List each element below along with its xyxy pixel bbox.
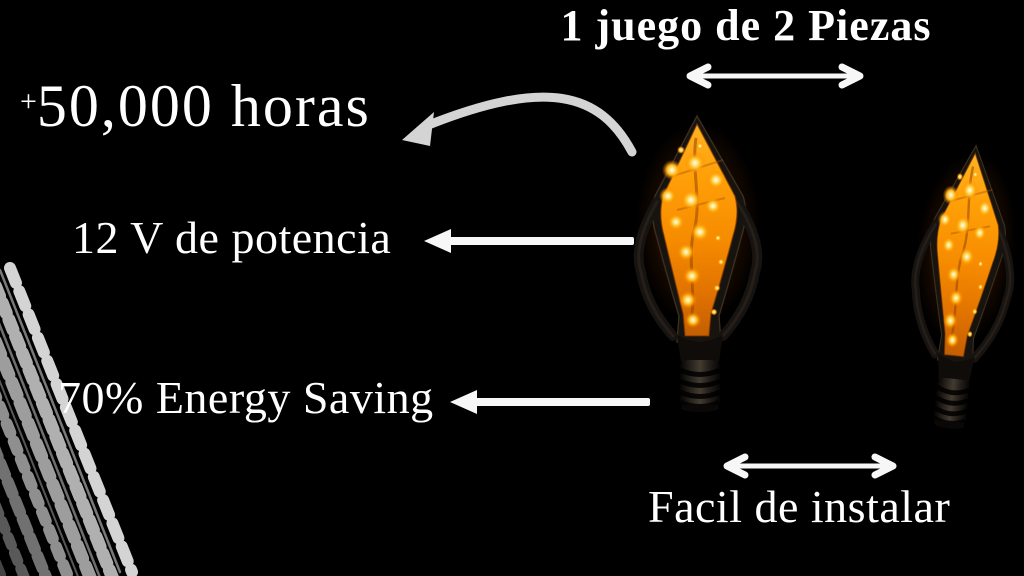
lifespan-label: +50,000 horas (20, 73, 371, 139)
voltage-label: 12 V de potencia (72, 212, 392, 263)
curved-arrow-icon (402, 92, 637, 157)
energy-arrow-icon (450, 390, 650, 414)
turn-signal-main-image (633, 114, 763, 414)
double-arrow-top-icon (686, 63, 864, 89)
set-count-label: 1 juego de 2 Piezas (560, 1, 932, 50)
double-arrow-bottom-icon (723, 453, 897, 479)
turn-signal-right-image (895, 138, 1024, 435)
tire-tread-image (0, 262, 138, 576)
plus-sign: + (20, 85, 37, 118)
voltage-arrow-icon (424, 229, 634, 253)
energy-label: 70% Energy Saving (58, 372, 434, 423)
install-label: Facil de instalar (648, 481, 951, 532)
